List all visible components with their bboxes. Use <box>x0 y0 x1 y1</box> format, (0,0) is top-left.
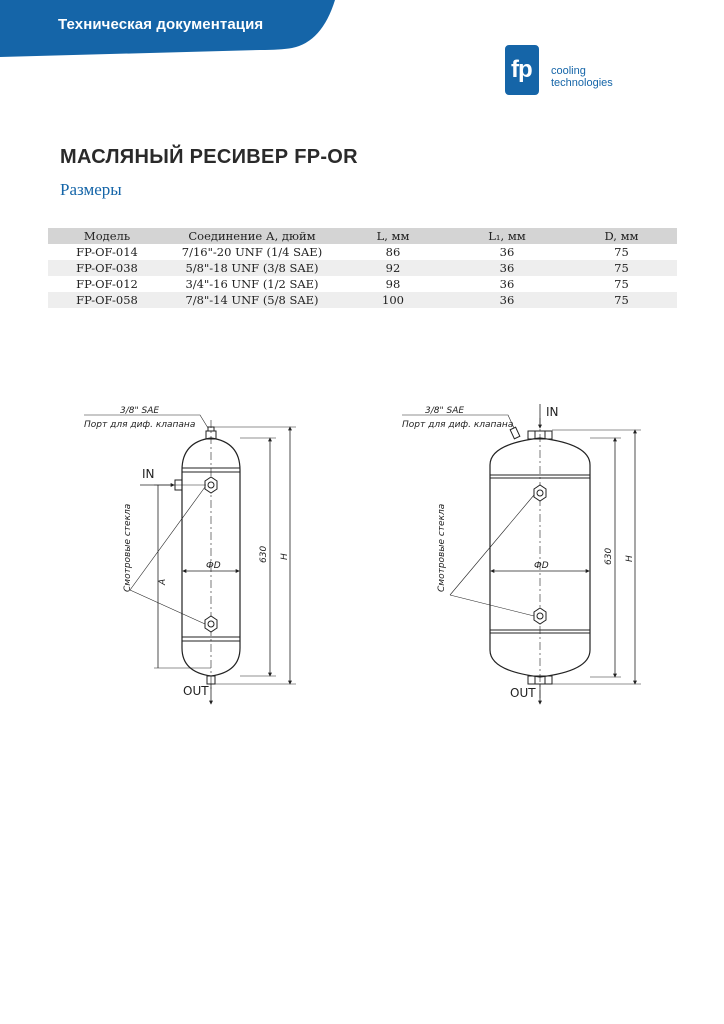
right-in-label: IN <box>546 405 559 419</box>
table-cell: 92 <box>338 260 448 276</box>
receiver-right-body <box>489 437 591 678</box>
logo-line-2: technologies <box>551 77 613 89</box>
right-dim-630-label: 630 <box>604 548 614 565</box>
left-sight-glass-label: Смотровые стекла <box>123 504 133 592</box>
table-cell: 7/16"-20 UNF (1/4 SAE) <box>181 245 323 259</box>
column-header: Соединение А, дюйм <box>166 228 338 244</box>
right-dim-h-label: H <box>625 555 635 562</box>
section-subtitle: Размеры <box>60 180 122 199</box>
right-port-label: Порт для диф. клапана <box>402 420 513 430</box>
table-cell: FP-OF-058 <box>48 292 166 308</box>
right-port-size-label: 3/8" SAE <box>425 406 464 416</box>
table-cell: 36 <box>448 260 566 276</box>
table-cell: 36 <box>499 277 515 291</box>
left-port-label: Порт для диф. клапана <box>84 420 195 430</box>
column-header: Модель <box>48 228 166 244</box>
receiver-left-body <box>181 437 241 677</box>
right-sight-glass-label: Смотровые стекла <box>437 504 447 592</box>
header-band <box>0 0 335 57</box>
left-out-label: OUT <box>183 684 209 698</box>
table-cell: 75 <box>614 277 629 291</box>
table-cell: FP-OF-014 <box>76 245 138 259</box>
sight-glass-upper <box>533 484 547 502</box>
left-dim-630-label: 630 <box>259 546 269 563</box>
column-header: L₁, мм <box>448 228 566 244</box>
table-header-row: Модель Соединение А, дюйм L, мм L₁, мм D… <box>48 228 677 244</box>
sight-glass-lower <box>533 607 547 625</box>
table-cell: 98 <box>385 277 401 291</box>
right-dim-d-label: ФD <box>534 561 549 571</box>
table-cell: 3/4"-16 UNF (1/2 SAE) <box>185 277 319 291</box>
table-row: FP-OF-012 3/4"-16 UNF (1/2 SAE) 98 36 75 <box>48 276 677 292</box>
right-out-label: OUT <box>510 686 536 700</box>
table-cell: 36 <box>499 245 515 259</box>
logo-line-1: cooling <box>551 65 586 77</box>
sight-glass-upper <box>204 476 218 494</box>
table-cell: 36 <box>448 292 566 308</box>
receiver-left-drawing <box>84 414 296 705</box>
left-dim-d-label: ФD <box>206 561 221 571</box>
table-cell: 5/8"-18 UNF (3/8 SAE) <box>166 260 338 276</box>
column-header: D, мм <box>566 228 677 244</box>
dimensions-table: Модель Соединение А, дюйм L, мм L₁, мм D… <box>48 228 677 308</box>
logo-mark-text: fp <box>511 56 533 83</box>
left-in-label: IN <box>142 467 155 481</box>
table-cell: 75 <box>566 292 677 308</box>
header-section-title: Техническая документация <box>58 16 264 33</box>
sight-glass-lower <box>204 615 218 633</box>
table-cell: 86 <box>385 245 401 259</box>
table-row: FP-OF-014 7/16"-20 UNF (1/4 SAE) 86 36 7… <box>48 244 677 260</box>
column-header: L, мм <box>338 228 448 244</box>
left-dim-h-label: H <box>280 553 290 560</box>
table-cell: 75 <box>614 245 629 259</box>
left-dim-a-label: A <box>158 579 168 586</box>
table-cell: 7/8"-14 UNF (5/8 SAE) <box>166 292 338 308</box>
table-cell: FP-OF-012 <box>76 277 138 291</box>
table-row: FP-OF-038 5/8"-18 UNF (3/8 SAE) 92 36 75 <box>48 260 677 276</box>
table-cell: FP-OF-038 <box>48 260 166 276</box>
company-logo: fp cooling technologies <box>505 45 635 97</box>
receiver-right-drawing <box>402 404 641 705</box>
table-cell: 75 <box>566 260 677 276</box>
logo-wordmark: cooling technologies <box>551 65 613 89</box>
table-row: FP-OF-058 7/8"-14 UNF (5/8 SAE) 100 36 7… <box>48 292 677 308</box>
page-title: МАСЛЯНЫЙ РЕСИВЕР FP-OR <box>60 146 358 168</box>
left-port-size-label: 3/8" SAE <box>120 406 159 416</box>
logo-mark: fp <box>505 45 539 95</box>
table-cell: 100 <box>338 292 448 308</box>
technical-drawing: 3/8" SAE Порт для диф. клапана IN OUT См… <box>84 404 641 705</box>
